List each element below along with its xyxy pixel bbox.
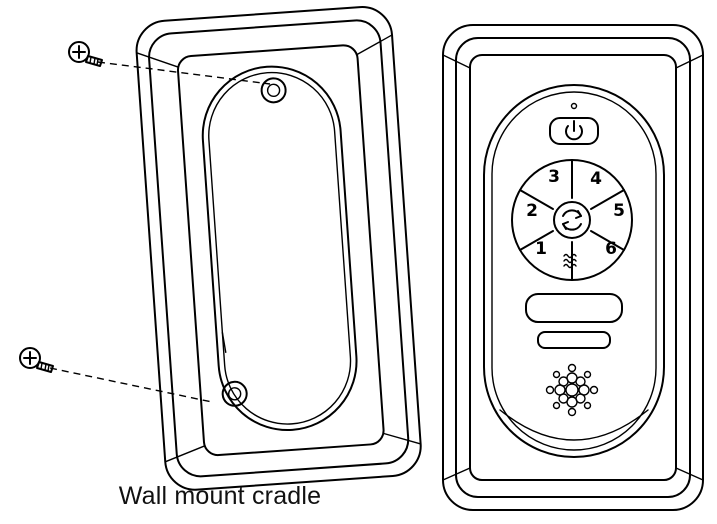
speed-button-4[interactable]: 4 [590, 169, 602, 189]
speed-button-5[interactable]: 5 [613, 201, 625, 221]
remote-cradle-bevel [455, 37, 691, 498]
center-button[interactable] [553, 201, 591, 239]
speed-button-6[interactable]: 6 [605, 239, 617, 259]
cradle-oval-recess [201, 65, 358, 432]
top-screw-guide-line [97, 61, 271, 85]
cradle-outer-frame [135, 6, 422, 491]
remote-cradle-outer [442, 24, 704, 511]
light-button[interactable] [525, 293, 623, 323]
flower-logo-icon [545, 363, 599, 417]
remote-cradle-pocket [469, 54, 677, 481]
cradle-bevel [148, 19, 410, 478]
breeze-button[interactable] [563, 253, 577, 269]
indicator-led [570, 102, 578, 110]
remote-in-cradle: 3 4 2 5 1 6 [442, 24, 704, 511]
cradle-slot [221, 331, 227, 354]
power-button[interactable] [549, 117, 599, 145]
remote-cradle-corners [442, 54, 704, 481]
remote-bottom-contour [499, 409, 649, 441]
bottom-screw-boss [221, 380, 248, 407]
power-icon [565, 120, 583, 141]
breeze-wave-icon [563, 253, 577, 269]
remote-body [483, 84, 665, 458]
remote-face [491, 91, 657, 451]
speed-button-2[interactable]: 2 [526, 201, 538, 221]
top-screw-boss [260, 77, 287, 104]
bottom-screw [19, 347, 54, 373]
wall-mount-cradle-caption: Wall mount cradle [118, 482, 322, 510]
cradle-pocket [176, 44, 385, 457]
cradle-oval-inner [208, 71, 352, 425]
top-screw [68, 41, 103, 67]
speed-button-1[interactable]: 1 [535, 239, 547, 259]
dim-button[interactable] [537, 331, 611, 349]
reverse-icon [562, 209, 582, 231]
speed-button-3[interactable]: 3 [548, 167, 560, 187]
bottom-screw-guide-line [49, 367, 213, 403]
cradle-bevel-corners [135, 34, 422, 463]
wall-mount-cradle [135, 6, 422, 491]
